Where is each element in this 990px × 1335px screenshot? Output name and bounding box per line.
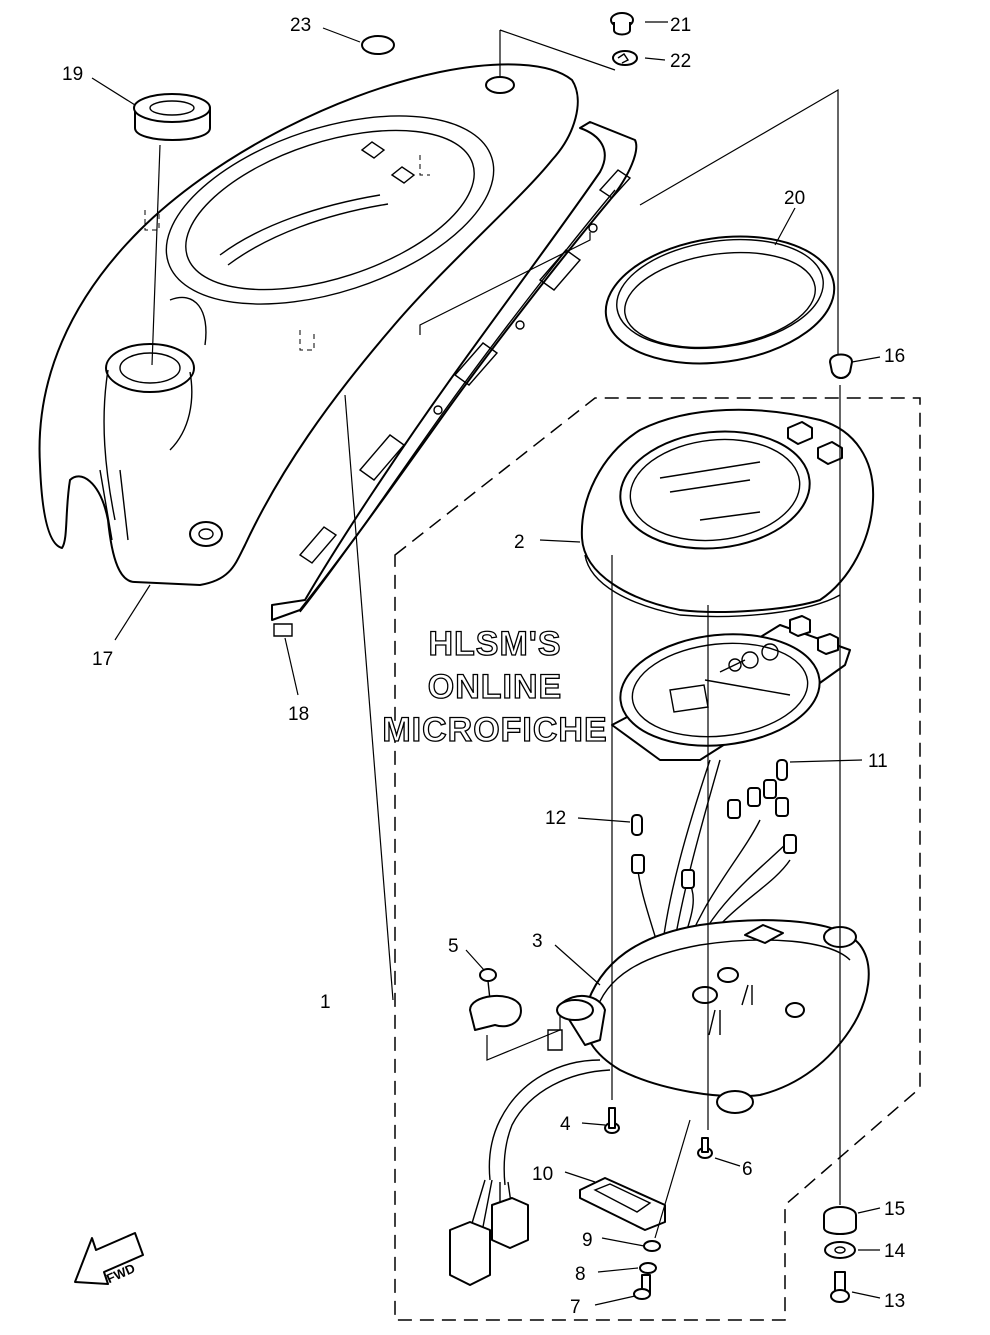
callout-6: 6 bbox=[742, 1159, 753, 1180]
callout-16: 16 bbox=[884, 346, 905, 367]
watermark-line-1: HLSM'S bbox=[428, 625, 561, 663]
callout-2: 2 bbox=[514, 532, 525, 553]
callout-3: 3 bbox=[532, 931, 543, 952]
callout-14: 14 bbox=[884, 1241, 906, 1262]
callout-13: 13 bbox=[884, 1291, 905, 1312]
callout-leader-lines bbox=[91, 21, 881, 1306]
damper-part-15 bbox=[823, 1206, 857, 1235]
callout-18: 18 bbox=[288, 704, 309, 725]
bolt-part-13 bbox=[830, 1271, 850, 1303]
watermark-line-3: MICROFICHE bbox=[382, 711, 607, 749]
grommet-part-19 bbox=[133, 93, 211, 366]
meter-assembly-boundary bbox=[394, 397, 921, 1321]
callout-11: 11 bbox=[868, 751, 888, 772]
screw-part-21 bbox=[610, 12, 634, 36]
callout-5: 5 bbox=[448, 936, 459, 957]
callout-19: 19 bbox=[62, 64, 83, 85]
bulb-sockets-group bbox=[631, 759, 797, 971]
callout-8: 8 bbox=[575, 1264, 586, 1285]
wire-harness bbox=[449, 1059, 611, 1286]
callout-12: 12 bbox=[545, 808, 566, 829]
watermark-line-2: ONLINE bbox=[428, 668, 562, 706]
clamp-part-5 bbox=[469, 968, 561, 1061]
callout-9: 9 bbox=[582, 1230, 593, 1251]
callout-21: 21 bbox=[670, 15, 691, 36]
callout-4: 4 bbox=[560, 1114, 571, 1135]
forward-direction-arrow: FWD bbox=[74, 1232, 144, 1286]
callout-17: 17 bbox=[92, 649, 113, 670]
screw-part-4 bbox=[604, 1107, 620, 1134]
nut-part-16 bbox=[829, 353, 853, 379]
callout-20: 20 bbox=[784, 188, 805, 209]
callout-7: 7 bbox=[570, 1297, 581, 1318]
washer-part-14 bbox=[824, 1241, 856, 1259]
meter-case-part-2 bbox=[580, 408, 875, 618]
callout-23: 23 bbox=[290, 15, 311, 36]
seal-ring-part-20 bbox=[604, 235, 836, 365]
callout-labels: 1 2 3 4 5 6 7 8 9 10 11 12 13 14 15 16 1… bbox=[62, 15, 906, 1318]
callout-22: 22 bbox=[670, 51, 691, 72]
gasket-part-10 bbox=[579, 1177, 666, 1231]
washer-part-9 bbox=[643, 1240, 661, 1252]
screw-part-6 bbox=[697, 1137, 713, 1159]
washer-part-22 bbox=[612, 50, 638, 66]
callout-1: 1 bbox=[320, 992, 331, 1013]
washer-part-8 bbox=[639, 1262, 657, 1274]
callout-15: 15 bbox=[884, 1199, 905, 1220]
cap-part-23 bbox=[361, 35, 395, 55]
meter-gauge-board bbox=[611, 615, 851, 761]
watermark: HLSM'S ONLINE MICROFICHE bbox=[382, 624, 608, 749]
meter-cover-part-17 bbox=[38, 63, 579, 586]
screw-part-7 bbox=[633, 1274, 651, 1300]
callout-10: 10 bbox=[532, 1164, 553, 1185]
trim-strip-part-18 bbox=[271, 121, 638, 637]
meter-lower-case-part-3 bbox=[547, 919, 870, 1114]
